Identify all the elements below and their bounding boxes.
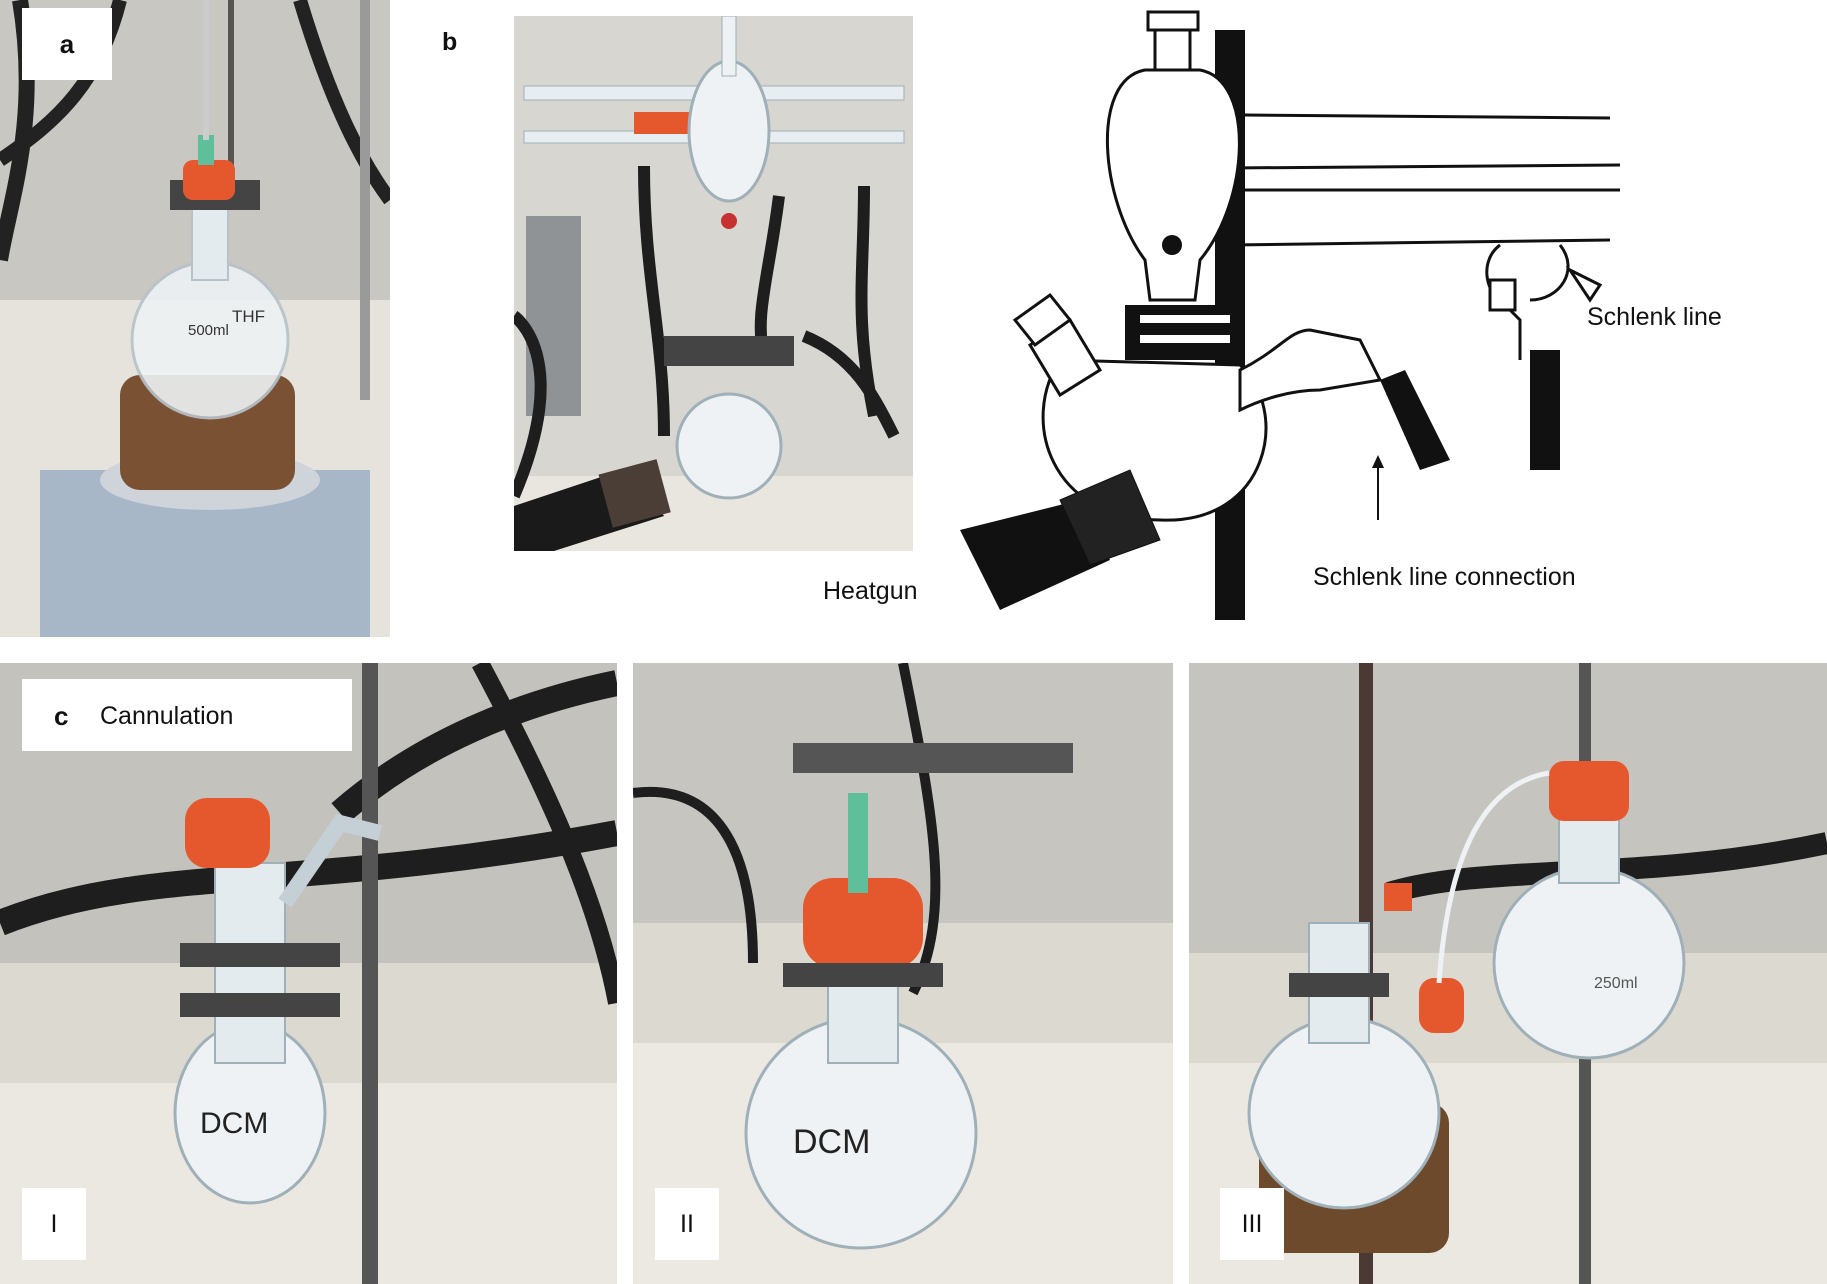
flask-volume-text: 500ml [188, 322, 229, 339]
numeral-text-1: I [50, 1210, 58, 1238]
numeral-label-3: III [1220, 1188, 1284, 1260]
schlenk-connection-caption: Schlenk line connection [1313, 563, 1576, 591]
schlenk-apparatus-drawing [960, 0, 1660, 625]
cannulation-step-3-image: 250ml [1189, 663, 1827, 1284]
flask-solvent-text: THF [232, 307, 265, 326]
flask-text-1: DCM [200, 1107, 268, 1140]
photo-panel-c-2: DCM [633, 663, 1173, 1284]
cannulation-step-1-image: DCM [0, 663, 617, 1284]
numeral-text-3: III [1241, 1210, 1263, 1238]
photo-panel-c-3: 250ml [1189, 663, 1827, 1284]
photo-panel-c-1: DCM [0, 663, 617, 1284]
schlenk-line-caption: Schlenk line [1587, 303, 1722, 331]
flask-on-hotplate-image: 500ml THF [0, 0, 390, 637]
schlenk-drawing-svg [960, 10, 1621, 620]
panel-b-label: b [442, 28, 458, 56]
panel-a-letter: a [59, 29, 75, 59]
heatgun-caption: Heatgun [823, 577, 918, 605]
flask-text-3: 250ml [1594, 975, 1638, 992]
numeral-text-2: II [680, 1210, 694, 1238]
numeral-label-2: II [655, 1188, 719, 1260]
panel-c-letter: c [54, 701, 69, 731]
photo-panel-b [514, 16, 913, 551]
panel-c-label: c Cannulation [22, 679, 352, 751]
schlenk-line-photo [514, 16, 913, 551]
panel-c-title: Cannulation [100, 702, 234, 730]
flask-text-2: DCM [793, 1123, 870, 1161]
photo-panel-a: 500ml THF [0, 0, 390, 637]
panel-a-label: a [22, 8, 112, 80]
numeral-label-1: I [22, 1188, 86, 1260]
cannulation-step-2-image: DCM [633, 663, 1173, 1284]
